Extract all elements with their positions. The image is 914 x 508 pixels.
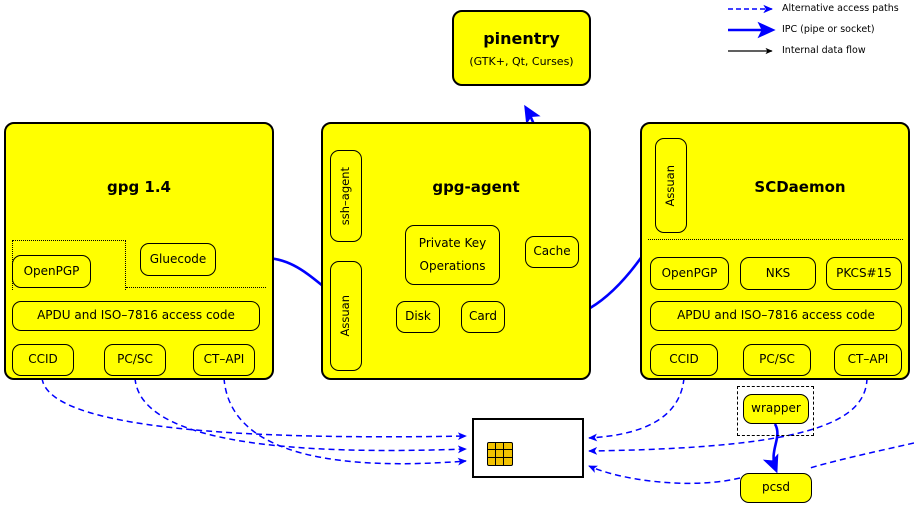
pinentry-title: pinentry	[483, 28, 560, 48]
legend-label-internal-data-flow: Internal data flow	[782, 45, 866, 56]
card-box[interactable]: Card	[461, 301, 505, 333]
gpg-openpgp-box[interactable]: OpenPGP	[12, 255, 91, 288]
pinentry-subtitle: (GTK+, Qt, Curses)	[469, 54, 574, 68]
disk-box[interactable]: Disk	[396, 301, 440, 333]
cache-box[interactable]: Cache	[525, 236, 579, 268]
wrapper-region	[737, 386, 814, 436]
gpg-agent-assuan-box[interactable]: Assuan	[330, 261, 362, 371]
gpg-apdu-box[interactable]: APDU and ISO–7816 access code	[12, 301, 260, 331]
smartcard-box[interactable]	[472, 418, 584, 478]
scdaemon-driver-ccid[interactable]: CCID	[650, 344, 718, 376]
scdaemon-apdu-box[interactable]: APDU and ISO–7816 access code	[650, 301, 902, 331]
scdaemon-title: SCDaemon	[754, 178, 846, 196]
wrapper-box[interactable]: wrapper	[743, 394, 809, 424]
scdaemon-assuan-box[interactable]: Assuan	[655, 138, 687, 233]
ssh-agent-label: ssh–agent	[338, 166, 353, 226]
legend-label-ipc: IPC (pipe or socket)	[782, 24, 875, 35]
private-key-operations-box[interactable]: Private Key Operations	[405, 225, 500, 285]
private-key-operations-line1: Private Key	[418, 235, 487, 250]
scdaemon-assuan-label: Assuan	[663, 164, 678, 207]
gpg-driver-ccid[interactable]: CCID	[12, 344, 74, 376]
pinentry-box[interactable]: pinentry (GTK+, Qt, Curses)	[452, 10, 591, 86]
gpg-card-app-region-extension	[126, 287, 266, 290]
gpg-box[interactable]	[4, 122, 274, 380]
smartcard-chip-icon	[487, 442, 513, 466]
scdaemon-driver-pcsc[interactable]: PC/SC	[743, 344, 811, 376]
scdaemon-divider	[648, 239, 903, 241]
pcsd-box[interactable]: pcsd	[740, 473, 812, 503]
gpg-agent-title: gpg-agent	[432, 178, 520, 196]
scdaemon-app-nks[interactable]: NKS	[740, 257, 816, 290]
gpg-title: gpg 1.4	[106, 178, 171, 196]
private-key-operations-line2: Operations	[419, 258, 486, 273]
scdaemon-app-pkcs15[interactable]: PKCS#15	[826, 257, 902, 290]
gpg-agent-ssh-agent-box[interactable]: ssh–agent	[330, 150, 362, 242]
gpg-driver-pcsc[interactable]: PC/SC	[104, 344, 166, 376]
scdaemon-driver-ctapi[interactable]: CT–API	[834, 344, 902, 376]
gpg-agent-assuan-label: Assuan	[338, 295, 353, 337]
gpg-gluecode-box[interactable]: Gluecode	[140, 243, 216, 276]
gpg-driver-ctapi[interactable]: CT–API	[193, 344, 255, 376]
legend-label-alt-access-paths: Alternative access paths	[782, 3, 899, 14]
scdaemon-app-openpgp[interactable]: OpenPGP	[650, 257, 729, 290]
